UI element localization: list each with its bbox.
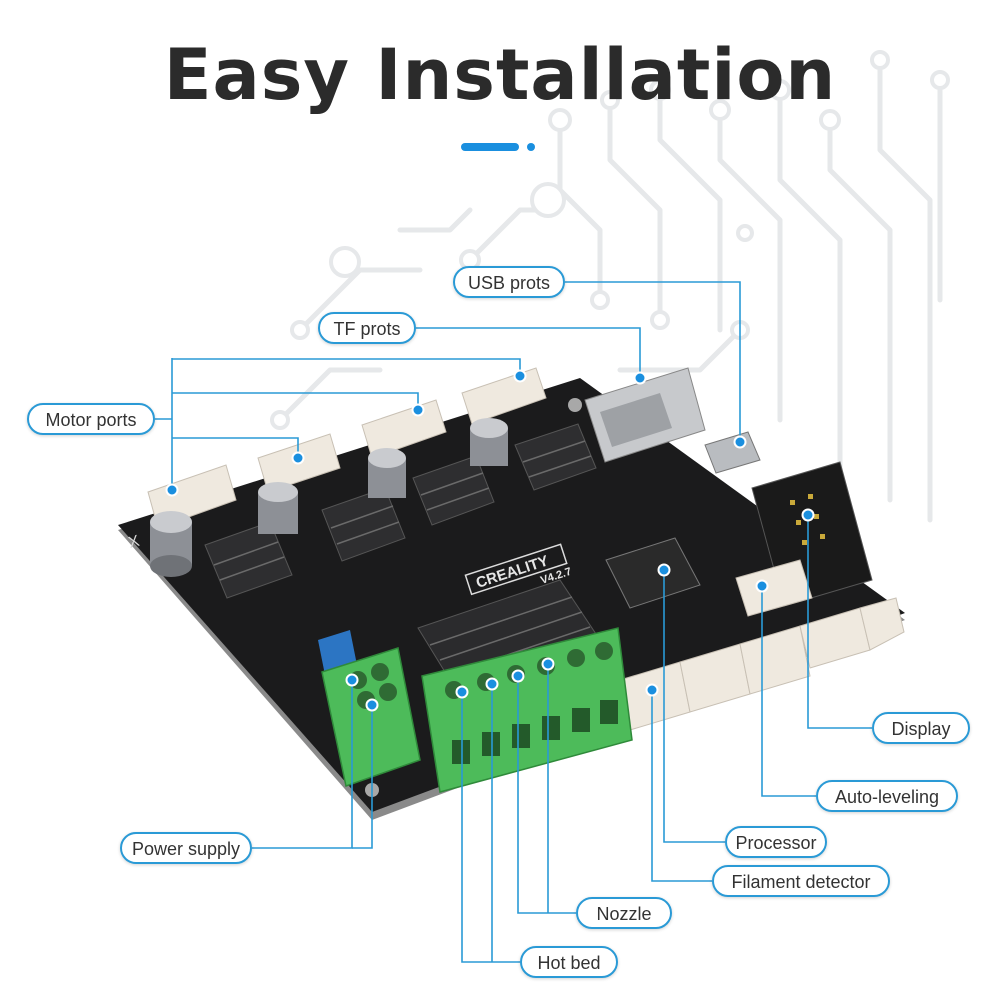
label-display: Display bbox=[872, 712, 970, 744]
usb-port bbox=[704, 431, 761, 474]
callout-dots bbox=[165, 369, 815, 712]
heater-terminal-block bbox=[421, 627, 633, 793]
page-title: Easy Installation bbox=[163, 34, 837, 116]
label-hot-bed: Hot bed bbox=[520, 946, 618, 978]
label-auto-leveling: Auto-leveling bbox=[816, 780, 958, 812]
capacitors bbox=[150, 418, 508, 577]
label-power-supply: Power supply bbox=[120, 832, 252, 864]
label-filament-detector: Filament detector bbox=[712, 865, 890, 897]
axis-mark: X bbox=[127, 533, 142, 552]
pcb-body bbox=[118, 378, 905, 812]
label-motor-ports: Motor ports bbox=[27, 403, 155, 435]
title-underline-dot bbox=[527, 143, 535, 151]
processor-chip bbox=[605, 537, 701, 609]
label-tf-ports: TF prots bbox=[318, 312, 416, 344]
label-nozzle: Nozzle bbox=[576, 897, 672, 929]
title-underline bbox=[461, 143, 519, 151]
label-processor: Processor bbox=[725, 826, 827, 858]
label-usb-ports: USB prots bbox=[453, 266, 565, 298]
